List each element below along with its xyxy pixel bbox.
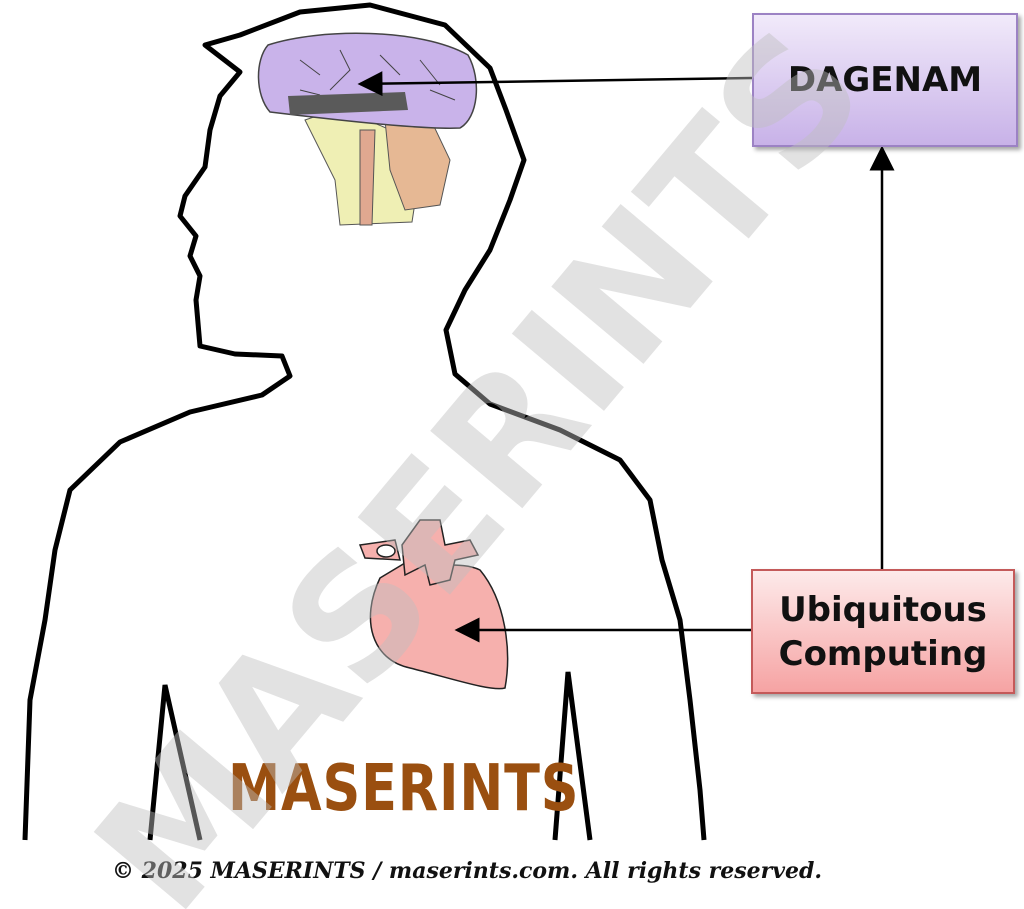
heart-icon [358, 519, 509, 690]
brand-label: MASERINTS [228, 752, 580, 826]
body-silhouette [22, 2, 707, 841]
brain-icon [257, 32, 478, 226]
arrow-dagenam-to-brain [357, 71, 753, 97]
right-arm-contour [552, 671, 593, 841]
dagenam-box: DAGENAM [752, 13, 1018, 147]
dagenam-label: DAGENAM [787, 60, 983, 100]
ubiquitous-computing-box: Ubiquitous Computing [751, 569, 1015, 694]
copyright-text: © 2025 MASERINTS / maserints.com. All ri… [112, 858, 823, 884]
left-arm-contour [147, 684, 203, 841]
ubiquitous-label-line2: Computing [778, 633, 988, 674]
ubiquitous-label-line1: Ubiquitous [779, 589, 987, 630]
